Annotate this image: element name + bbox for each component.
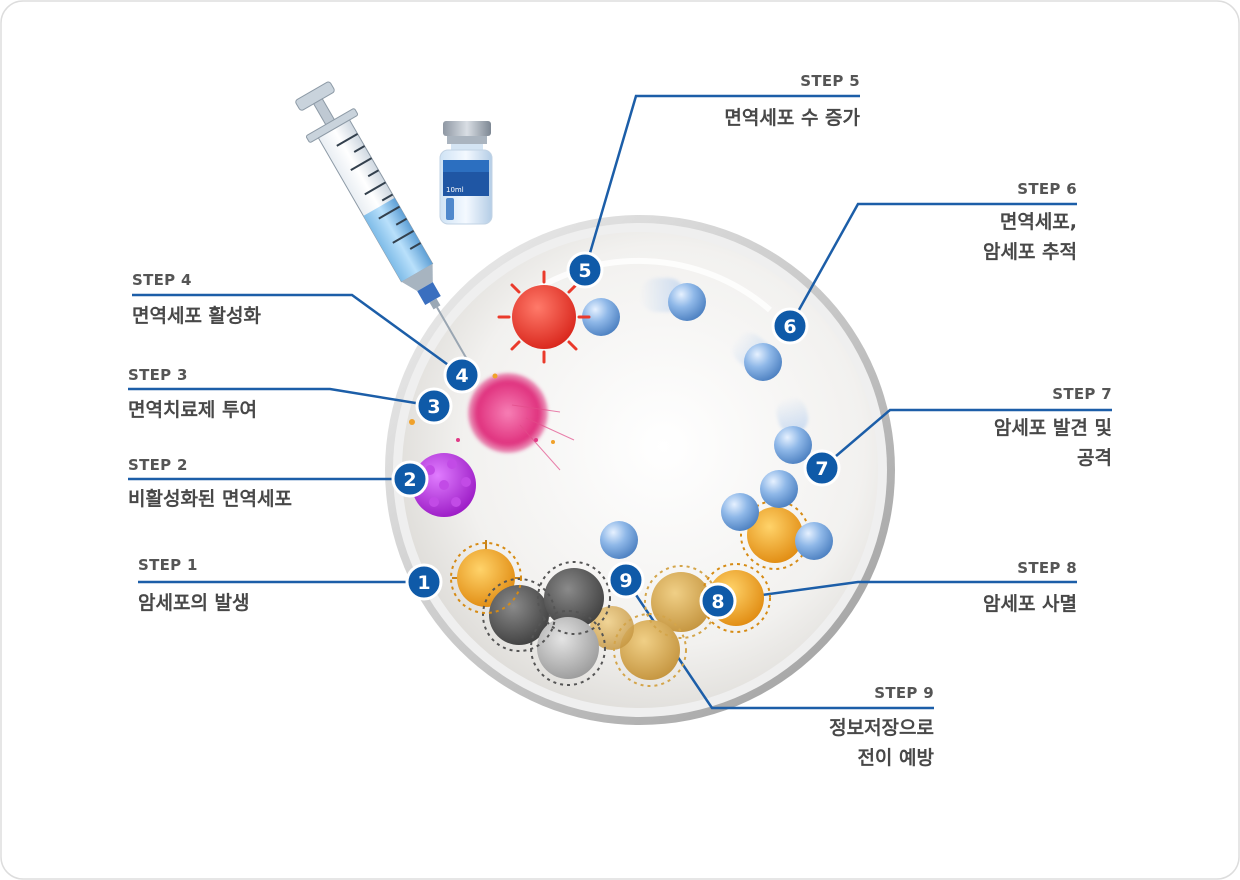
step-3-label: STEP 3: [128, 366, 188, 384]
step-7-number: 7: [815, 458, 828, 480]
step-2-label: STEP 2: [128, 456, 188, 474]
vial-label: 10ml: [446, 186, 464, 194]
leader-line-3: [128, 387, 435, 408]
step-4-label: STEP 4: [132, 271, 192, 289]
step-7-badge: 7: [803, 449, 841, 487]
step-5-label: STEP 5: [800, 72, 860, 90]
step-8-desc: 암세포 사멸: [982, 593, 1077, 615]
step-6-desc-line-2: 암세포 추적: [982, 241, 1077, 263]
step-2-number: 2: [403, 469, 416, 491]
step-3-desc: 면역치료제 투여: [128, 399, 257, 421]
step-9-desc-line-1: 정보저장으로: [829, 717, 934, 739]
step-9-desc-line-2: 전이 예방: [857, 747, 934, 769]
step-1-number: 1: [417, 572, 430, 594]
step-1-desc: 암세포의 발생: [138, 592, 250, 614]
step-6-number: 6: [783, 316, 796, 338]
leader-line-4: [132, 293, 463, 377]
step-1-label: STEP 1: [138, 556, 198, 574]
step-6-desc-line-1: 면역세포,: [999, 211, 1077, 233]
step-4-badge: 4: [443, 356, 481, 394]
step-8-label: STEP 8: [1017, 559, 1077, 577]
step-badges: 1 2 34 5 6 7 8 9: [391, 251, 841, 620]
step-3-number: 3: [427, 396, 440, 418]
step-7-desc-line-1: 암세포 발견 및: [993, 417, 1112, 439]
leader-lines: [128, 94, 1112, 710]
step-7-label: STEP 7: [1052, 385, 1112, 403]
step-9-label: STEP 9: [874, 684, 934, 702]
step-8-number: 8: [711, 591, 724, 613]
step-2-desc: 비활성화된 면역세포: [128, 488, 292, 510]
leader-line-7: [821, 408, 1112, 469]
step-3-badge: 3: [415, 387, 453, 425]
step-1-badge: 1: [405, 563, 443, 601]
vial-icon: 10ml: [439, 121, 493, 225]
immune-cell-icon: [582, 283, 833, 560]
leader-line-5: [583, 94, 860, 271]
leader-line-6: [788, 202, 1077, 327]
step-6-badge: 6: [771, 307, 809, 345]
step-4-number: 4: [455, 365, 468, 387]
leader-line-8: [717, 580, 1077, 603]
step-7-desc-line-2: 공격: [1077, 447, 1112, 469]
step-5-number: 5: [578, 260, 591, 282]
step-9-badge: 9: [607, 561, 645, 599]
step-5-badge: 5: [566, 251, 604, 289]
step-6-label: STEP 6: [1017, 180, 1077, 198]
step-4-desc: 면역세포 활성화: [132, 305, 261, 327]
step-9-number: 9: [619, 570, 632, 592]
step-2-badge: 2: [391, 460, 429, 498]
virus-icon: [497, 270, 591, 364]
syringe-icon: [295, 81, 469, 362]
dead-cell-icon: [482, 561, 718, 687]
step-8-badge: 8: [699, 582, 737, 620]
activated-immune-cell-icon: [409, 373, 575, 471]
step-5-desc: 면역세포 수 증가: [724, 107, 860, 129]
